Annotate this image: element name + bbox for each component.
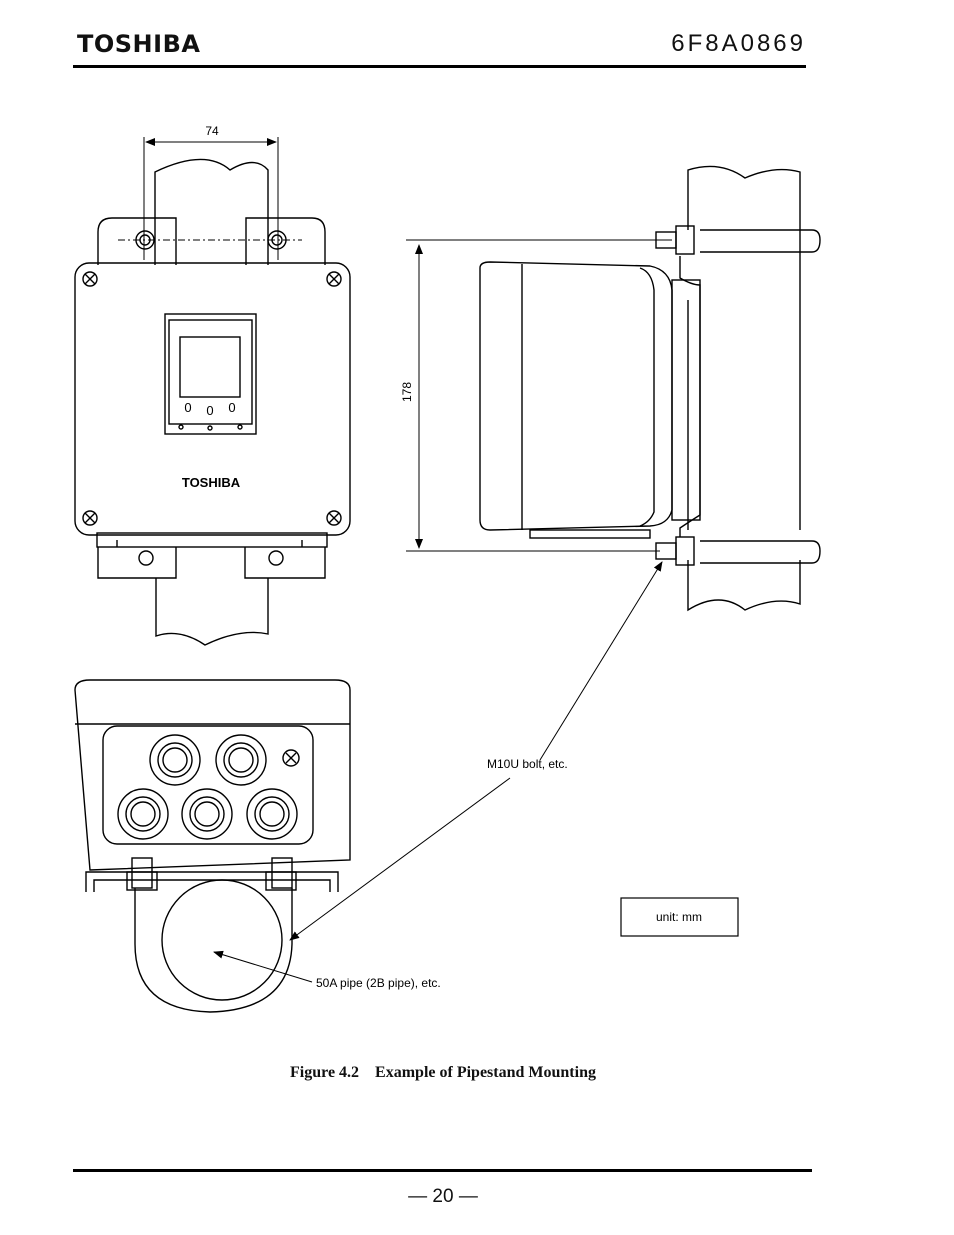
- side-view: [406, 165, 821, 612]
- brand-logo-text: TOSHIBA: [77, 30, 201, 58]
- front-view: 0 0 0: [74, 137, 351, 646]
- figure-number: Figure 4.2: [290, 1064, 360, 1081]
- bolt-label: M10U bolt, etc.: [487, 757, 568, 771]
- footer-rule: [73, 1169, 812, 1172]
- figure-title: Example of Pipestand Mounting: [375, 1064, 596, 1081]
- pipe-label: 50A pipe (2B pipe), etc.: [316, 976, 441, 990]
- page-number: — 20 —: [408, 1186, 478, 1207]
- width-dimension-label: 74: [205, 124, 219, 138]
- height-dimension-label: 178: [400, 382, 414, 402]
- header-rule: [73, 65, 806, 68]
- bottom-view: [74, 679, 351, 1013]
- svg-text:0: 0: [206, 403, 213, 418]
- svg-text:0: 0: [184, 400, 191, 415]
- unit-label: unit: mm: [656, 910, 702, 924]
- figure-caption: Figure 4.2 Example of Pipestand Mounting: [0, 1064, 886, 1082]
- document-number: 6F8A0869: [671, 30, 806, 57]
- svg-text:0: 0: [228, 400, 235, 415]
- front-panel-logo: TOSHIBA: [182, 475, 241, 490]
